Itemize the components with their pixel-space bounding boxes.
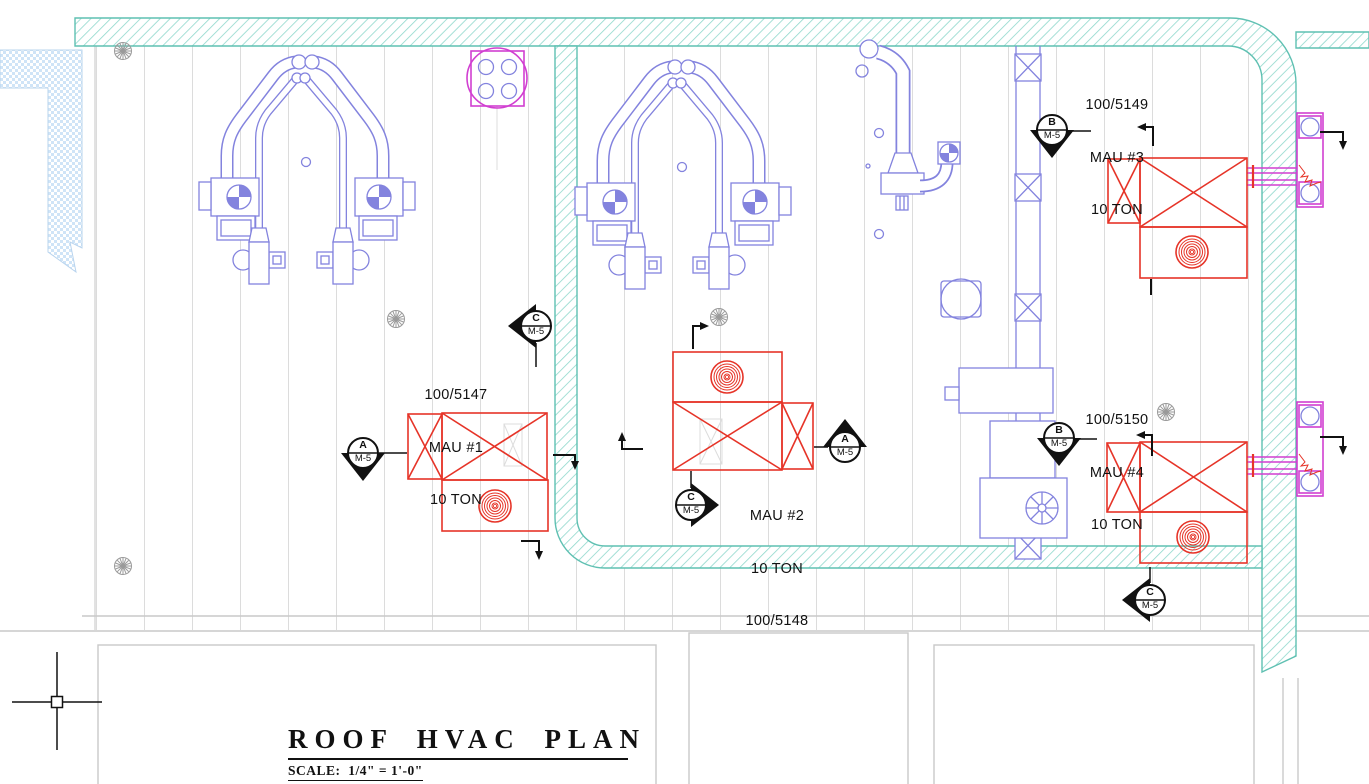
- mau-2-id: MAU #2: [749, 508, 805, 524]
- mau-4-label: 100/5150 MAU #4 10 TON: [1056, 377, 1178, 552]
- mau-1-capacity: 10 TON: [429, 492, 483, 508]
- section-marker-b1-text: B M-5: [1035, 116, 1069, 142]
- section-marker-a1-text: A M-5: [346, 439, 380, 465]
- section-markers[interactable]: [341, 114, 1166, 622]
- marker-sheet: M-5: [354, 452, 372, 464]
- mau-3-label: 100/5149 MAU #3 10 TON: [1056, 62, 1178, 237]
- roof-deck-lines: [94, 46, 1262, 630]
- mau-4-unit[interactable]: [1106, 441, 1248, 564]
- section-marker-b2-text: B M-5: [1042, 424, 1076, 450]
- mau-3-capacity: 10 TON: [1090, 202, 1144, 218]
- scale-value: 1/4" = 1'-0": [348, 763, 423, 778]
- crosshair-cursor: [12, 652, 102, 750]
- marker-sheet: M-5: [836, 446, 854, 458]
- mau-2-unit[interactable]: [672, 351, 814, 471]
- rooftop-unit-blue[interactable]: [940, 278, 1068, 539]
- mau-2-label: MAU #2 10 TON 100/5148: [716, 473, 838, 648]
- mau-4-tag: 100/5150: [1085, 412, 1149, 428]
- flue-chimney[interactable]: [855, 39, 961, 240]
- mau-4-capacity: 10 TON: [1090, 517, 1144, 533]
- marker-letter: B: [1055, 423, 1063, 436]
- scale-label: SCALE:: [288, 763, 341, 778]
- wall-break-hatch: [0, 49, 83, 274]
- mau-1-unit[interactable]: [407, 412, 549, 532]
- mau-2-capacity: 10 TON: [750, 560, 804, 577]
- marker-sheet: M-5: [1043, 129, 1061, 141]
- marker-letter: C: [1146, 585, 1154, 598]
- marker-letter: A: [841, 432, 849, 445]
- marker-sheet: M-5: [682, 504, 700, 516]
- drawing-title-block: ROOF HVAC PLAN SCALE: 1/4" = 1'-0": [288, 724, 639, 781]
- marker-letter: C: [687, 490, 695, 503]
- mau-1-tag: 100/5147: [424, 387, 488, 403]
- roof-parapet-hatch: [74, 17, 1369, 674]
- marker-sheet: M-5: [1141, 599, 1159, 611]
- mau-4-id: MAU #4: [1089, 464, 1145, 481]
- mau-3-id: MAU #3: [1089, 149, 1145, 166]
- marker-letter: A: [359, 438, 367, 451]
- section-marker-c2-text: C M-5: [674, 491, 708, 517]
- drawing-title: ROOF HVAC PLAN: [288, 724, 639, 760]
- roof-vent-magenta[interactable]: [466, 47, 528, 170]
- building-outline: [0, 615, 1369, 784]
- section-marker-a2-text: A M-5: [828, 433, 862, 459]
- marker-letter: B: [1048, 115, 1056, 128]
- marker-letter: C: [532, 311, 540, 324]
- flow-arrows: [521, 123, 1347, 560]
- marker-sheet: M-5: [527, 325, 545, 337]
- section-marker-c3-text: C M-5: [1133, 586, 1167, 612]
- section-marker-c1-text: C M-5: [519, 312, 553, 338]
- mau-3-unit[interactable]: [1107, 157, 1248, 279]
- drawing-scale: SCALE: 1/4" = 1'-0": [288, 763, 423, 781]
- mau-2-tag: 100/5148: [745, 613, 809, 629]
- mau-1-id: MAU #1: [428, 439, 484, 456]
- marker-sheet: M-5: [1050, 437, 1068, 449]
- mau-3-tag: 100/5149: [1085, 97, 1149, 113]
- mau-1-label: 100/5147 MAU #1 10 TON: [396, 352, 516, 527]
